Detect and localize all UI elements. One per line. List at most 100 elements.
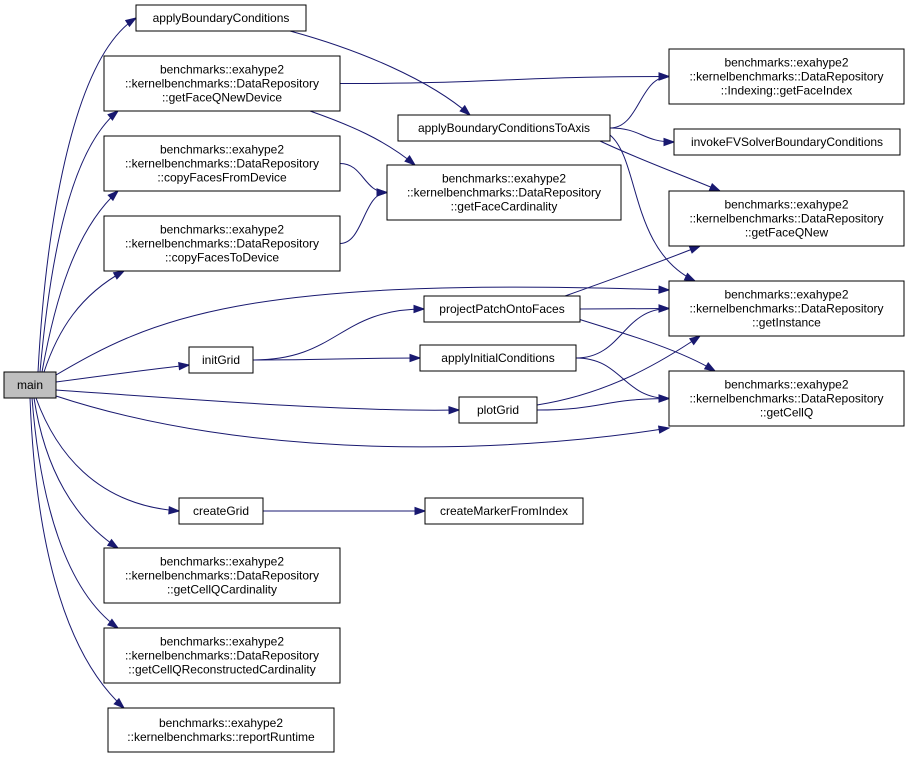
arrowhead — [688, 335, 702, 346]
node-box — [397, 114, 611, 142]
edge-line — [309, 110, 416, 166]
edge-line — [252, 308, 425, 361]
edge-line — [609, 76, 670, 129]
node-label-line: ::kernelbenchmarks::DataRepository — [125, 569, 319, 583]
edge-line — [536, 398, 670, 411]
node-box — [673, 128, 901, 156]
node-box — [424, 497, 584, 525]
arrowhead — [658, 285, 671, 294]
edge-getFaceQNewDevice-to-getFaceCardinality — [309, 110, 417, 166]
edge-line — [31, 397, 119, 629]
arrowhead — [658, 394, 671, 403]
edge-line — [55, 389, 460, 411]
arrowhead — [124, 17, 138, 28]
node-label-line: invokeFVSolverBoundaryConditions — [691, 135, 883, 149]
edge-line — [575, 308, 670, 359]
arrowhead — [663, 137, 676, 147]
node-createGrid[interactable]: createGrid — [178, 497, 264, 525]
edge-applyInitialConditions-to-getInstance — [575, 304, 671, 359]
node-box — [188, 346, 254, 374]
edge-main-to-getCellQReconstructedCardinality — [31, 397, 120, 629]
edges — [29, 17, 722, 710]
node-createMarkerFromIndex[interactable]: createMarkerFromIndex — [424, 497, 584, 525]
node-label-line: ::Indexing::getFaceIndex — [721, 84, 852, 98]
edge-line — [339, 163, 388, 193]
node-applyInitialConditions[interactable]: applyInitialConditions — [419, 344, 577, 372]
node-box — [423, 295, 581, 323]
node-label-line: benchmarks::exahype2 — [160, 635, 284, 649]
node-applyBoundaryConditions[interactable]: applyBoundaryConditions — [135, 4, 307, 32]
arrowhead — [657, 425, 671, 434]
node-box — [458, 396, 538, 424]
node-box — [103, 547, 341, 604]
node-label-line: ::kernelbenchmarks::DataRepository — [407, 186, 601, 200]
arrowhead — [448, 405, 461, 415]
edge-line — [41, 190, 119, 373]
node-label-line: ::getCellQ — [760, 406, 813, 420]
node-getCellQReconstructedCardinality[interactable]: benchmarks::exahype2::kernelbenchmarks::… — [103, 627, 341, 684]
arrowhead — [414, 506, 427, 516]
node-getCellQ[interactable]: benchmarks::exahype2::kernelbenchmarks::… — [668, 370, 905, 427]
node-getFaceQNewDevice[interactable]: benchmarks::exahype2::kernelbenchmarks::… — [103, 55, 341, 112]
edge-applyBoundaryConditionsToAxis-to-getFaceQNew — [599, 140, 722, 192]
node-label-line: benchmarks::exahype2 — [160, 143, 284, 157]
edge-line — [339, 76, 670, 84]
node-label-line: plotGrid — [477, 403, 519, 417]
arrowhead — [113, 697, 126, 710]
node-box — [668, 190, 905, 247]
node-label-line: ::getFaceQNewDevice — [162, 91, 282, 105]
edge-applyBoundaryConditionsToAxis-to-getFaceIndex — [609, 72, 671, 129]
edge-line — [289, 30, 471, 116]
node-reportRuntime[interactable]: benchmarks::exahype2::kernelbenchmarks::… — [107, 707, 335, 753]
edge-line — [579, 308, 670, 310]
edge-main-to-applyBoundaryConditions — [37, 17, 138, 373]
node-initGrid[interactable]: initGrid — [188, 346, 254, 374]
node-label-line: ::kernelbenchmarks::DataRepository — [125, 77, 319, 91]
node-getFaceIndex[interactable]: benchmarks::exahype2::kernelbenchmarks::… — [668, 48, 905, 105]
node-box — [668, 48, 905, 105]
node-applyBoundaryConditionsToAxis[interactable]: applyBoundaryConditionsToAxis — [397, 114, 611, 142]
node-label-line: applyBoundaryConditions — [153, 11, 290, 25]
node-label-line: ::copyFacesFromDevice — [157, 171, 287, 185]
edge-main-to-plotGrid — [55, 389, 461, 415]
node-projectPatchOntoFaces[interactable]: projectPatchOntoFaces — [423, 295, 581, 323]
node-copyFacesToDevice[interactable]: benchmarks::exahype2::kernelbenchmarks::… — [103, 215, 341, 272]
node-label-line: benchmarks::exahype2 — [159, 716, 283, 730]
node-getFaceCardinality[interactable]: benchmarks::exahype2::kernelbenchmarks::… — [386, 164, 622, 221]
arrowhead — [107, 618, 120, 629]
node-label-line: benchmarks::exahype2 — [160, 63, 284, 77]
edge-line — [564, 245, 701, 297]
arrowhead — [658, 304, 671, 313]
arrowhead — [106, 538, 120, 549]
node-copyFacesFromDevice[interactable]: benchmarks::exahype2::kernelbenchmarks::… — [103, 135, 341, 192]
node-getInstance[interactable]: benchmarks::exahype2::kernelbenchmarks::… — [668, 280, 905, 337]
arrowhead — [658, 72, 671, 81]
node-label-line: ::kernelbenchmarks::DataRepository — [689, 392, 883, 406]
node-box — [103, 135, 341, 192]
node-label-line: createGrid — [193, 504, 249, 518]
edge-main-to-getCellQ — [55, 395, 671, 448]
node-invokeFVSolverBoundaryConditions[interactable]: invokeFVSolverBoundaryConditions — [673, 128, 901, 156]
arrowhead — [178, 362, 191, 371]
node-box — [135, 4, 307, 32]
edge-main-to-initGrid — [55, 362, 191, 383]
edge-main-to-reportRuntime — [29, 397, 126, 710]
edge-initGrid-to-projectPatchOntoFaces — [252, 304, 426, 361]
node-label-line: ::kernelbenchmarks::DataRepository — [689, 70, 883, 84]
arrowhead — [413, 304, 426, 314]
node-main[interactable]: main — [3, 371, 57, 399]
node-plotGrid[interactable]: plotGrid — [458, 396, 538, 424]
node-label-line: main — [17, 378, 43, 392]
node-getCellQCardinality[interactable]: benchmarks::exahype2::kernelbenchmarks::… — [103, 547, 341, 604]
node-box — [103, 215, 341, 272]
nodes: main applyBoundaryConditionsbenchmarks::e… — [3, 4, 905, 753]
edge-applyBoundaryConditionsToAxis-to-invokeFVSolverBoundaryConditions — [609, 127, 676, 147]
node-label-line: benchmarks::exahype2 — [160, 555, 284, 569]
edge-line — [252, 357, 421, 361]
node-label-line: projectPatchOntoFaces — [439, 302, 564, 316]
edge-line — [339, 192, 388, 244]
node-getFaceQNew[interactable]: benchmarks::exahype2::kernelbenchmarks::… — [668, 190, 905, 247]
node-label-line: applyBoundaryConditionsToAxis — [418, 121, 590, 135]
arrowhead — [107, 189, 120, 202]
